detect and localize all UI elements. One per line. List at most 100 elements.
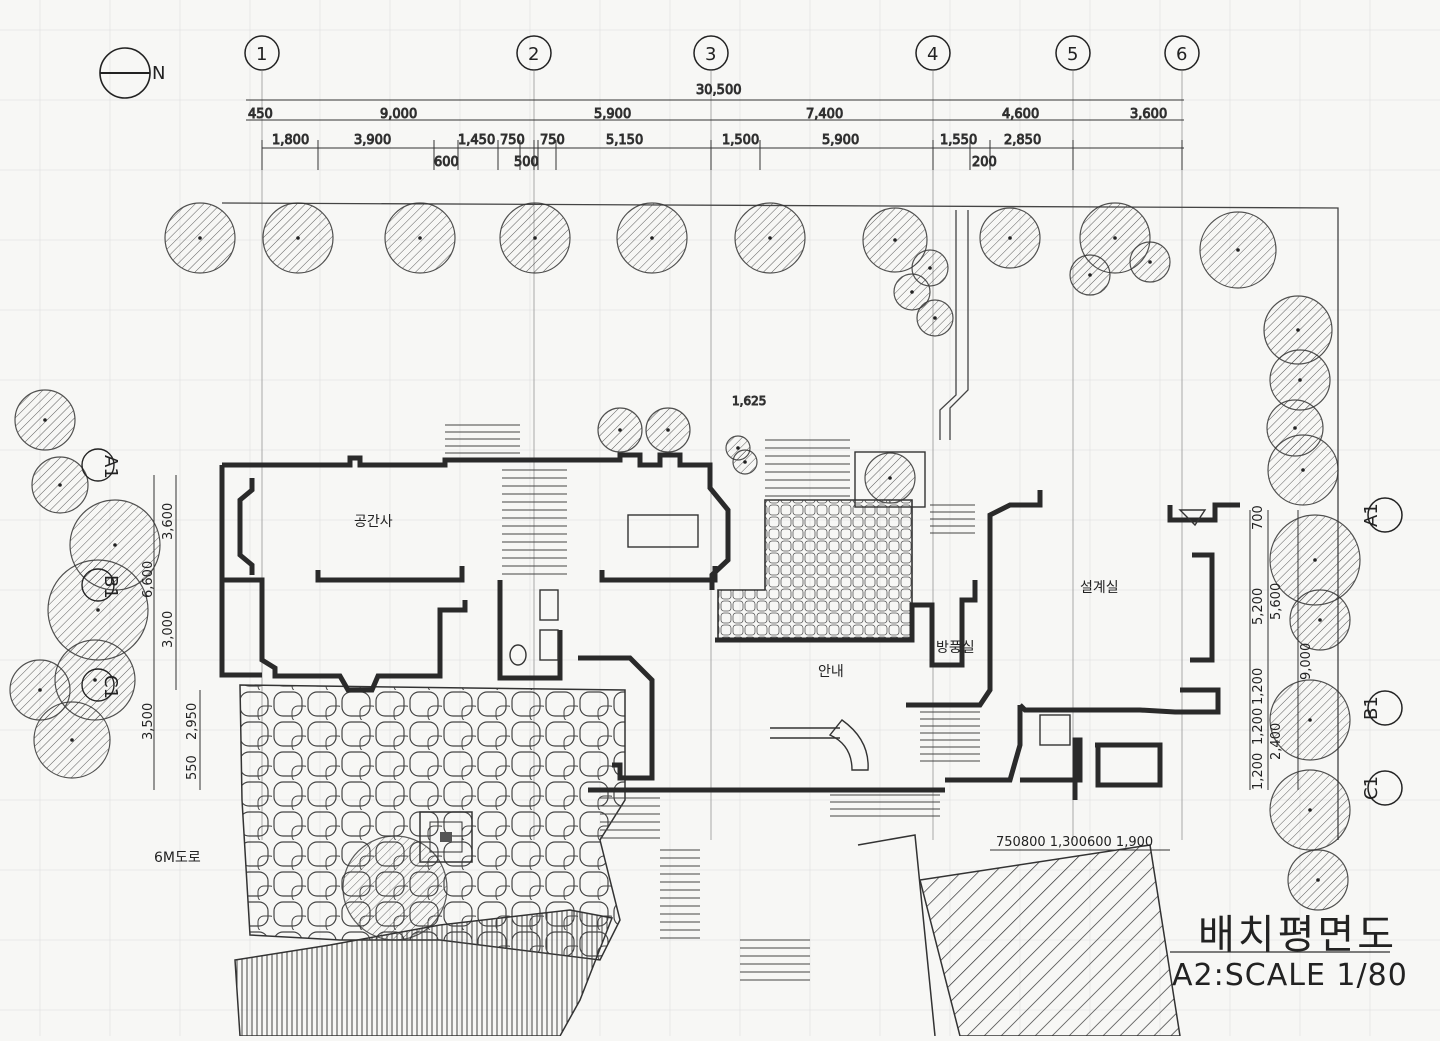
- dimension-strings-bottom: 750800 1,300600 1,900: [990, 835, 1170, 851]
- tree-icon: [893, 273, 931, 311]
- dimension-row1-label: 3,600: [1130, 107, 1167, 122]
- dimension-row2-label: 2,850: [1004, 133, 1041, 148]
- tree-icon: [1269, 769, 1351, 851]
- tree-icon: [1269, 679, 1351, 761]
- dimension-right-label: 2,400: [1269, 723, 1284, 760]
- stairs: [445, 424, 980, 981]
- stair-lower: [660, 849, 700, 939]
- tree-icon: [1199, 211, 1277, 289]
- tree-icon: [33, 701, 111, 779]
- dimension-row3-label: 200: [972, 155, 997, 170]
- grid-bubble-label: 5: [1067, 44, 1078, 65]
- grid-bubble-label: B1: [100, 575, 121, 599]
- stone-paved-courtyard: [239, 684, 626, 961]
- road-label: 6M도로: [154, 850, 201, 866]
- tree-icon: [616, 202, 688, 274]
- grid-bubble-4: 4: [915, 35, 951, 71]
- dimension-right-label: 1,200: [1251, 668, 1266, 705]
- grid-bubble-label: 6: [1176, 44, 1187, 65]
- entry-dimension: 1,625: [732, 394, 766, 408]
- dimension-right-label: 9,000: [1299, 643, 1314, 680]
- tree-icon: [864, 452, 916, 504]
- grid-bubble-2: 2: [516, 35, 552, 71]
- tree-icon: [732, 449, 758, 475]
- tree-icon: [1289, 589, 1351, 651]
- grid-bubble-c1: C1: [1361, 770, 1403, 806]
- dimension-row2-label: 750: [500, 133, 525, 148]
- dimension-row3-label: 600: [434, 155, 459, 170]
- tree-icon: [979, 207, 1041, 269]
- stair-south-west: [600, 797, 660, 839]
- dimension-right-label: 700: [1251, 505, 1266, 530]
- trees: [9, 202, 1361, 911]
- dimension-left-label: 3,500: [141, 703, 156, 740]
- dimension-row2-label: 1,500: [722, 133, 759, 148]
- drawing-title: 배치평면도: [1198, 912, 1397, 958]
- bottom-dimension: 750800 1,300600 1,900: [996, 835, 1153, 850]
- tree-icon: [14, 389, 76, 451]
- interior-fixtures: [509, 509, 1207, 771]
- dimension-right-label: 5,600: [1269, 583, 1284, 620]
- stair-lower-east: [740, 939, 810, 981]
- grid-bubble-label: 1: [256, 44, 267, 65]
- dimension-row2-label: 1,550: [940, 133, 977, 148]
- stair-south-east: [830, 794, 940, 817]
- grid-bubble-label: 4: [927, 44, 938, 65]
- stair-north-west: [445, 424, 520, 454]
- cobble-courtyard: [717, 451, 926, 641]
- dimension-right-label: 5,200: [1251, 588, 1266, 625]
- dimension-row2-label: 5,150: [606, 133, 643, 148]
- dimension-row2-label: 3,900: [354, 133, 391, 148]
- tree-icon: [31, 456, 89, 514]
- drawing-scale: A2:SCALE 1/80: [1172, 958, 1408, 993]
- tree-icon: [597, 407, 643, 453]
- dimension-left-label: 550: [185, 755, 200, 780]
- dimension-row2-label: 750: [540, 133, 565, 148]
- tree-icon: [916, 299, 954, 337]
- north-label: N: [152, 63, 165, 84]
- tree-icon: [164, 202, 236, 274]
- dimension-strings-right: [1249, 510, 1299, 790]
- tree-icon: [384, 202, 456, 274]
- dimension-row1-label: 450: [248, 107, 273, 122]
- grid-bubble-left-a1: A1: [81, 448, 121, 482]
- grid-bubble-left-c1: C1: [81, 668, 121, 702]
- dimension-row2-label: 1,450: [458, 133, 495, 148]
- dimension-row2-label: 1,800: [272, 133, 309, 148]
- dimension-row3-label: 500: [514, 155, 539, 170]
- dimension-left-label: 2,950: [185, 703, 200, 740]
- grid-bubble-label: A1: [1361, 503, 1382, 527]
- dimension-row1-label: 5,900: [594, 107, 631, 122]
- tree-icon: [499, 202, 571, 274]
- grid-bubble-left-b1: B1: [81, 568, 121, 602]
- tree-icon: [9, 659, 71, 721]
- title-block: 배치평면도 A2:SCALE 1/80: [1170, 912, 1408, 993]
- tree-icon: [262, 202, 334, 274]
- room-annae-label: 안내: [818, 664, 844, 680]
- grid-bubble-6: 6: [1164, 35, 1200, 71]
- dimension-row1-label: 4,600: [1002, 107, 1039, 122]
- dimension-left-label: 3,000: [161, 611, 176, 648]
- stair-east: [930, 504, 975, 534]
- grid-bubble-label: C1: [1361, 776, 1382, 800]
- tree-icon: [1129, 241, 1171, 283]
- tree-icon: [862, 207, 928, 273]
- grid-bubble-5: 5: [1055, 35, 1091, 71]
- grid-bubble-3: 3: [693, 35, 729, 71]
- tree-icon: [645, 407, 691, 453]
- dimension-strings-left: [153, 475, 201, 790]
- dimension-left-label: 6,600: [141, 561, 156, 598]
- overall-dimension: 30,500: [696, 83, 742, 98]
- tree-icon: [734, 202, 806, 274]
- dimension-right-label: 1,200: [1251, 753, 1266, 790]
- room-seolgyesil-label: 설계실: [1080, 580, 1119, 596]
- room-bangpungsil-label: 방풍실: [936, 640, 975, 656]
